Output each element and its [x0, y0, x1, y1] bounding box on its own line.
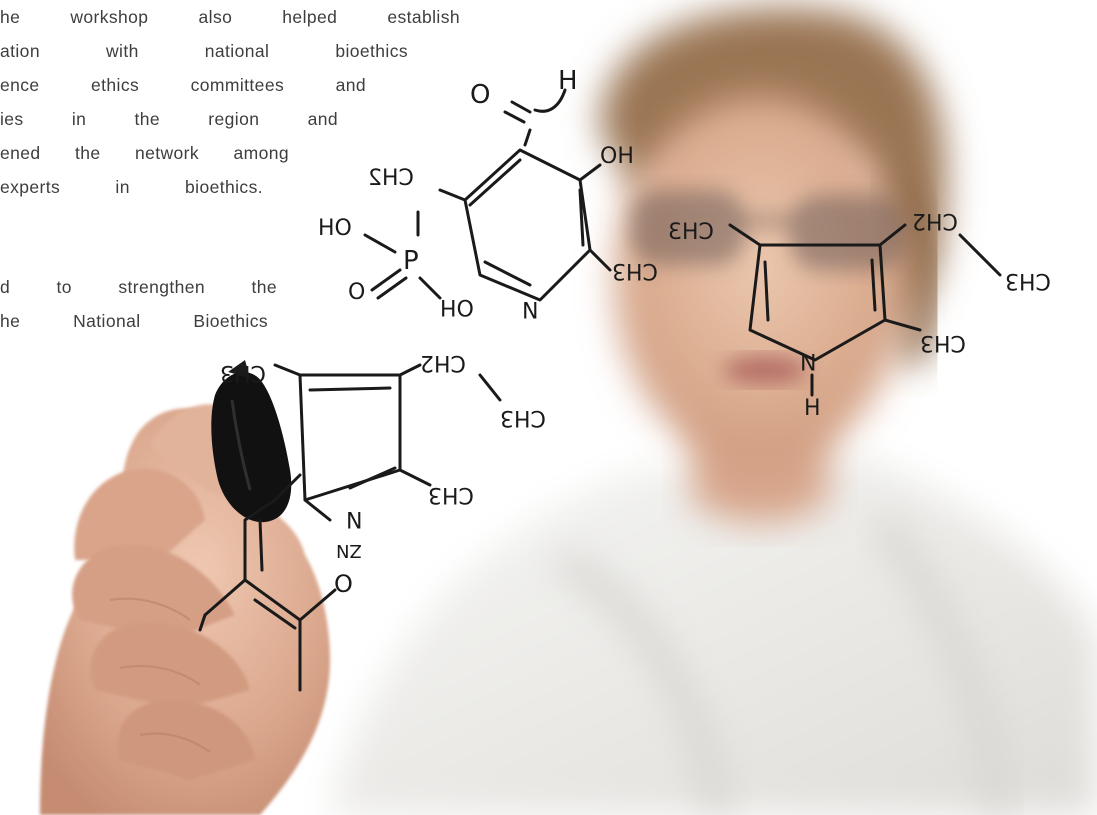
text-line: ened the network among: [0, 143, 289, 163]
text-line: experts in bioethics.: [0, 177, 263, 197]
chem-label: O: [470, 80, 491, 110]
chem-label: CH2: [420, 350, 466, 375]
chem-label: OH: [440, 294, 474, 319]
hair-shape: [600, 8, 946, 369]
chem-label: CH3: [220, 360, 266, 385]
chem-label: CH3: [668, 220, 714, 245]
chem-label: CH3: [428, 482, 474, 507]
mouth-shape: [723, 356, 807, 384]
chem-label: N: [346, 506, 363, 531]
article-paragraph-2: d to strengthen the he National Bioethic…: [0, 274, 280, 344]
chem-label: CH3: [1005, 268, 1051, 293]
face-shape: [615, 95, 905, 465]
chem-label: H: [804, 396, 821, 421]
chem-label: O: [334, 570, 353, 598]
text-line: ation with national bioethics: [0, 41, 408, 61]
article-paragraph-1: he workshop also helped establish ation …: [0, 4, 460, 197]
chem-label: CH3: [612, 258, 658, 283]
text-line: he workshop also helped establish: [0, 7, 460, 27]
chem-label: N: [800, 348, 817, 373]
chem-label: OH: [600, 144, 634, 169]
glasses-shape: [630, 190, 905, 270]
chem-label: CH3: [920, 330, 966, 355]
chem-label: HO: [318, 216, 352, 241]
marker-shape: [211, 360, 292, 523]
chemical-structure-drawing: [198, 88, 1002, 692]
blouse-shape: [330, 455, 1097, 815]
chem-label: CH2: [912, 208, 958, 233]
chem-label: O: [348, 280, 366, 305]
text-line: ence ethics committees and: [0, 75, 366, 95]
text-line: he National Bioethics: [0, 311, 268, 331]
chem-label: N: [522, 296, 539, 321]
text-line: d to strengthen the: [0, 277, 277, 297]
text-line: ies in the region and: [0, 109, 338, 129]
chem-label: ZN: [336, 540, 362, 561]
chem-label: CH3: [500, 405, 546, 430]
chem-label: H: [558, 66, 578, 96]
chem-label: P: [403, 246, 419, 276]
